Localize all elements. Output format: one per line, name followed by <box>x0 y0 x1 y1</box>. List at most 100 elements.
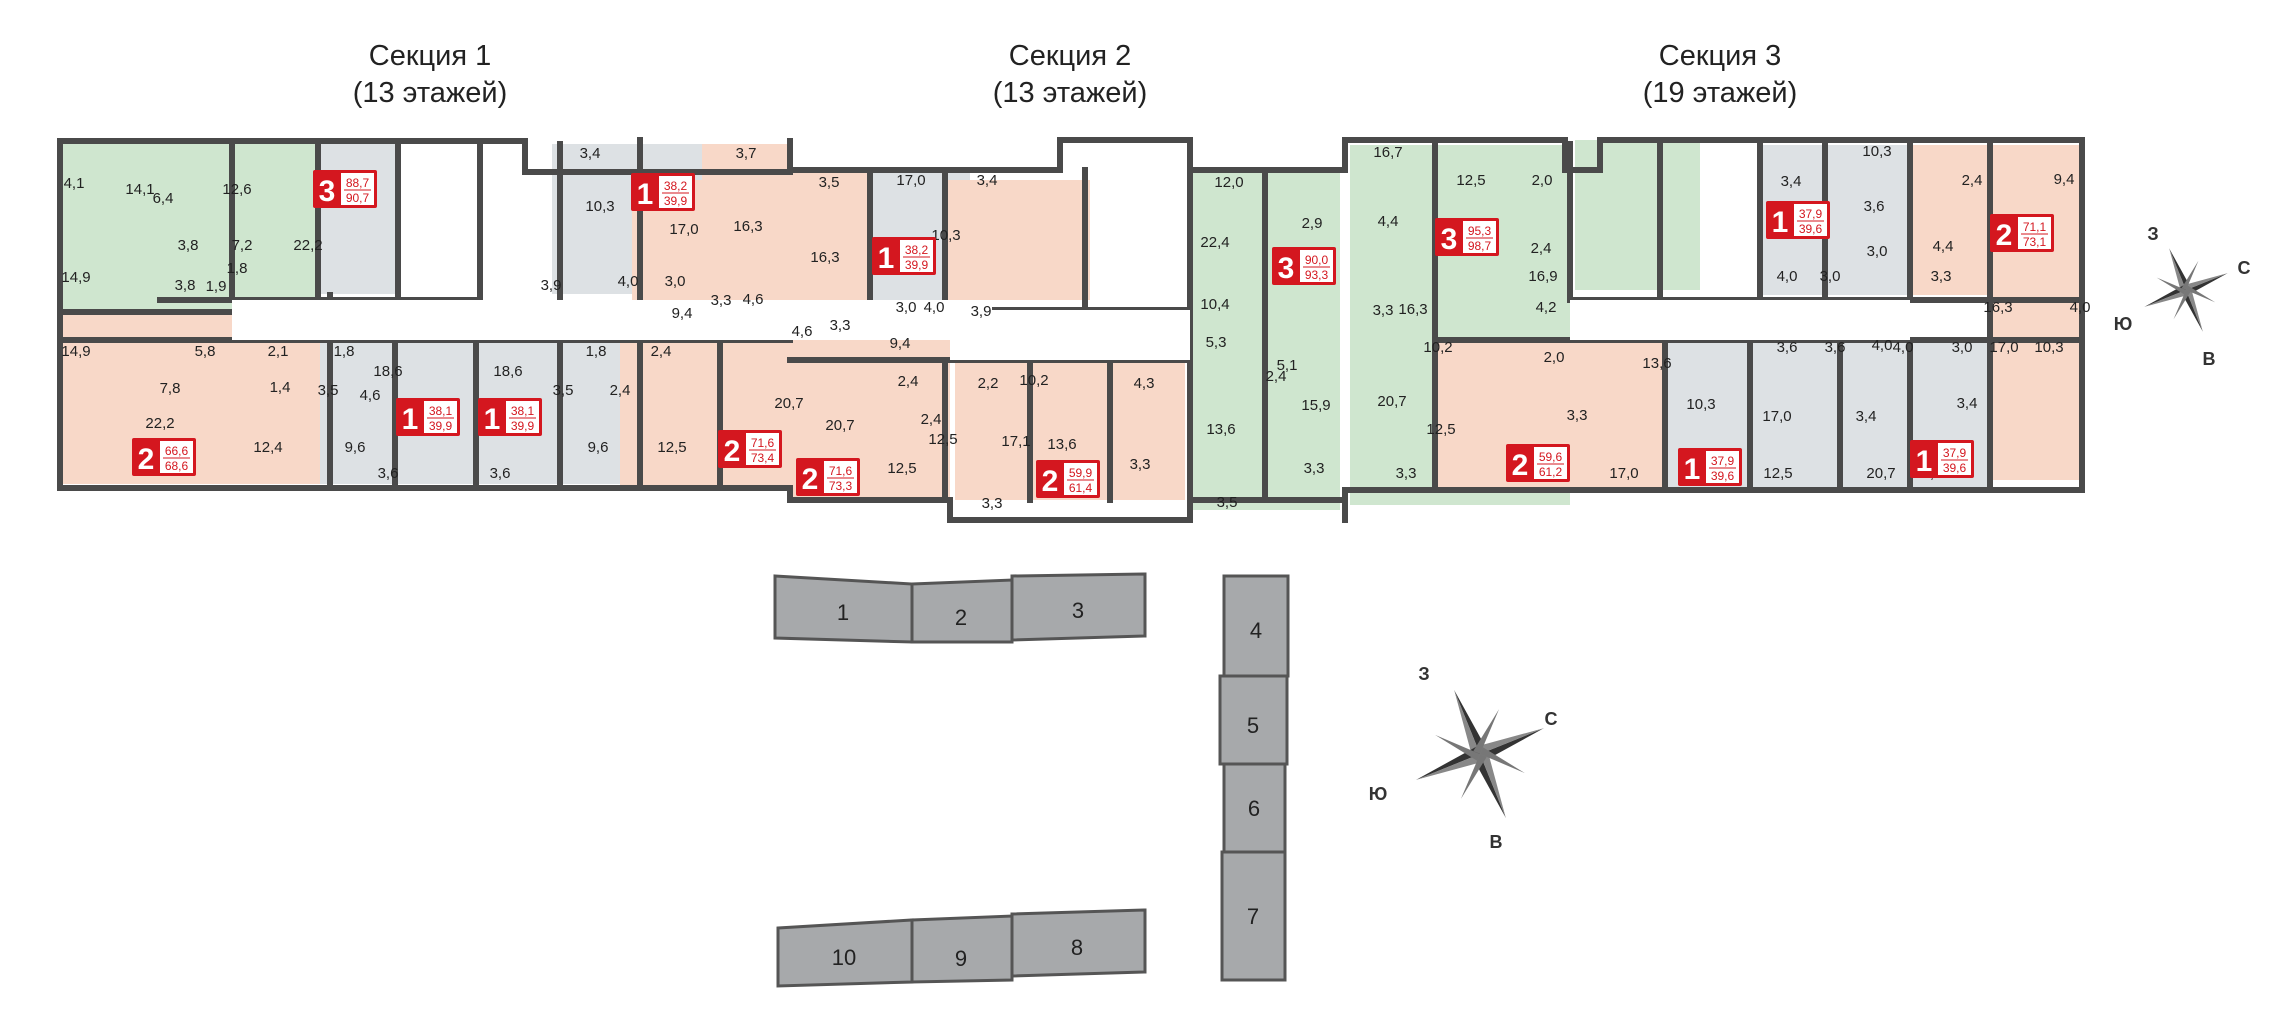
compass-arm <box>1454 690 1488 754</box>
room-area: 17,0 <box>896 172 925 189</box>
room-area: 4,6 <box>792 323 813 340</box>
room-area: 22,2 <box>145 415 174 432</box>
room-area: 2,9 <box>1302 215 1323 232</box>
room-area: 3,3 <box>1304 460 1325 477</box>
room-area: 1,4 <box>270 379 291 396</box>
room-area: 12,0 <box>1214 174 1243 191</box>
room-area: 2,4 <box>921 411 942 428</box>
compass-arm <box>1435 734 1480 761</box>
badge-area-1: 71,1 <box>2023 220 2047 234</box>
badge-rooms: 1 <box>878 242 895 275</box>
badge-area-1: 71,6 <box>829 464 853 478</box>
corridor <box>950 310 1190 360</box>
room-area: 9,6 <box>345 439 366 456</box>
room-area: 9,4 <box>672 305 693 322</box>
compass-arm <box>1416 746 1480 780</box>
room-area: 3,3 <box>1396 465 1417 482</box>
room-area: 20,7 <box>1866 465 1895 482</box>
room-area: 14,1 <box>125 181 154 198</box>
room-area: 2,4 <box>1531 240 1552 257</box>
compass-rose-icon <box>1416 690 1544 818</box>
room-area: 3,3 <box>982 495 1003 512</box>
room-area: 4,6 <box>360 387 381 404</box>
compass-label-w: З <box>2147 224 2158 244</box>
compass-label-w: З <box>1418 664 1429 684</box>
room-area: 3,3 <box>830 317 851 334</box>
badge-area-2: 39,9 <box>429 419 453 433</box>
compass-arm <box>2186 287 2203 332</box>
building-number: 5 <box>1247 713 1259 738</box>
room-area: 16,7 <box>1373 144 1402 161</box>
room-area: 17,0 <box>1762 408 1791 425</box>
badge-rooms: 3 <box>1278 252 1295 285</box>
room-area: 2,4 <box>898 373 919 390</box>
badge-inner <box>1463 221 1496 253</box>
room-area: 13,6 <box>1047 436 1076 453</box>
compass-arm <box>2144 284 2186 307</box>
badge-area-2: 39,6 <box>1799 222 1823 236</box>
badge-area-1: 59,6 <box>1539 450 1563 464</box>
compass-arm <box>1480 750 1506 818</box>
badge-inner <box>2018 217 2051 249</box>
badge-rooms: 1 <box>484 403 501 436</box>
room-area: 4,0 <box>1893 339 1914 356</box>
room-area: 13,6 <box>1206 421 1235 438</box>
room-area: 16,9 <box>1528 268 1557 285</box>
compass-arm <box>2186 273 2228 296</box>
site-building-10: 10 <box>776 918 914 988</box>
room-area: 5,1 <box>1277 357 1298 374</box>
badge-area-2: 39,9 <box>664 194 688 208</box>
room-area: 20,7 <box>825 417 854 434</box>
building-shape <box>1218 674 1289 766</box>
room-area: 3,0 <box>896 299 917 316</box>
compass-arm <box>1480 747 1525 774</box>
compass-label-e: В <box>1490 832 1503 852</box>
badge-area-1: 37,9 <box>1799 207 1823 221</box>
compass-arm <box>2144 290 2189 307</box>
room-area: 10,2 <box>1423 339 1452 356</box>
badge-area-2: 73,1 <box>2023 235 2047 249</box>
badge-inner <box>1064 463 1097 495</box>
room-area: 16,3 <box>1398 301 1427 318</box>
room-area: 3,5 <box>318 382 339 399</box>
badge-area-1: 37,9 <box>1711 454 1735 468</box>
compass-arm <box>2183 273 2228 290</box>
room-area: 10,4 <box>1200 296 1229 313</box>
building-shape <box>910 578 1014 644</box>
room-area: 22,2 <box>293 237 322 254</box>
badge-area-2: 61,2 <box>1539 465 1563 479</box>
room-area: 4,0 <box>2070 299 2091 316</box>
section-floors: (13 этажей) <box>992 77 1148 109</box>
room-area: 4,3 <box>1134 375 1155 392</box>
compass-label-s: Ю <box>2114 314 2133 334</box>
room-area: 3,8 <box>178 237 199 254</box>
room-area: 4,2 <box>1536 299 1557 316</box>
room-area: 9,4 <box>890 335 911 352</box>
corridor <box>232 300 992 340</box>
room-area: 12,5 <box>1763 465 1792 482</box>
badge-area-2: 93,3 <box>1305 268 1329 282</box>
badge-rooms: 2 <box>802 463 819 496</box>
room-area: 10,2 <box>1019 372 1048 389</box>
room-area: 18,6 <box>373 363 402 380</box>
badge-area-1: 71,6 <box>751 436 775 450</box>
